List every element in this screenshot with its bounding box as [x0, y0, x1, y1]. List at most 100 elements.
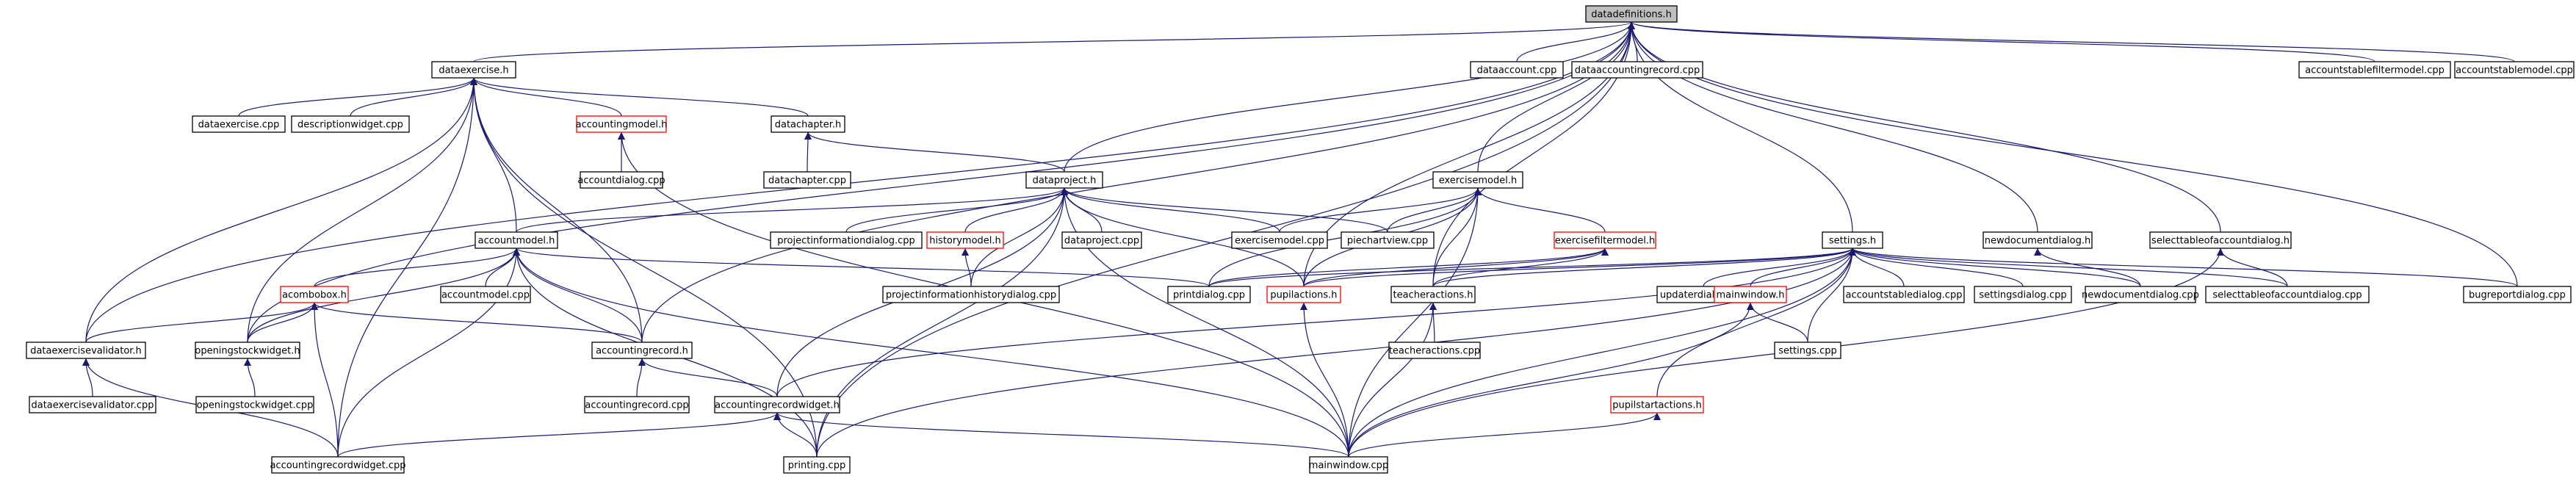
node-label: projectinformationhistorydialog.cpp — [886, 290, 1056, 301]
node-label: accountstabledialog.cpp — [1846, 290, 1963, 301]
node-box — [271, 456, 405, 474]
node-accountstablefiltermodel-cpp[interactable]: accountstablefiltermodel.cpp — [2298, 61, 2451, 79]
node-settings-h[interactable]: settings.h — [1822, 231, 1883, 249]
edge-printing-cpp-to-dataproject-h — [816, 187, 1068, 458]
node-pupilstartactions-h[interactable]: pupilstartactions.h — [1610, 396, 1704, 413]
edge-mainwindow-cpp-to-pupilstartactions-h — [1348, 412, 1661, 458]
node-box — [280, 286, 349, 303]
edge-updaterdialog-cpp-to-settings-h — [1703, 248, 1856, 287]
node-dataexercise-h[interactable]: dataexercise.h — [431, 61, 516, 79]
node-dataproject-h[interactable]: dataproject.h — [1025, 171, 1103, 189]
node-acombobox-h[interactable]: acombobox.h — [280, 286, 349, 303]
node-box — [714, 396, 840, 413]
node-label: mainwindow.h — [1717, 290, 1785, 301]
node-datadefinitions-h[interactable]: datadefinitions.h — [1585, 5, 1678, 23]
node-settings-cpp[interactable]: settings.cpp — [1774, 342, 1841, 359]
node-projectinformationhistorydialog-cpp[interactable]: projectinformationhistorydialog.cpp — [882, 286, 1060, 303]
node-openingstockwidget-h[interactable]: openingstockwidget.h — [195, 342, 300, 359]
node-label: dataexercisevalidator.cpp — [31, 400, 154, 411]
node-newdocumentdialog-h[interactable]: newdocumentdialog.h — [1982, 231, 2093, 249]
node-box — [440, 286, 531, 303]
node-box — [1571, 61, 1703, 79]
node-dataproject-cpp[interactable]: dataproject.cpp — [1061, 231, 1142, 249]
node-pupilactions-h[interactable]: pupilactions.h — [1266, 286, 1341, 303]
node-box — [2298, 61, 2451, 79]
edge-teacheractions-h-to-exercisemodel-h — [1432, 187, 1482, 287]
file-nodes: datadefinitions.h dataexercise.h dataaccou… — [26, 5, 2575, 474]
node-mainwindow-cpp[interactable]: mainwindow.cpp — [1309, 456, 1388, 474]
node-label: pupilactions.h — [1270, 290, 1337, 301]
node-box — [576, 115, 667, 133]
node-box — [1982, 231, 2093, 249]
node-descriptionwidget-cpp[interactable]: descriptionwidget.cpp — [291, 115, 410, 133]
edge-dataexercisevalidator-h-to-datadefinitions-h — [85, 21, 1635, 343]
node-accountstabledialog-cpp[interactable]: accountstabledialog.cpp — [1843, 286, 1965, 303]
node-teacheractions-cpp[interactable]: teacheractions.cpp — [1388, 342, 1481, 359]
edge-accountmodel-h-to-dataproject-h — [516, 187, 1068, 233]
edge-accountmodel-cpp-to-accountmodel-h — [485, 248, 520, 287]
node-accountingmodel-h[interactable]: accountingmodel.h — [576, 115, 668, 133]
node-box — [882, 286, 1060, 303]
node-settingsdialog-cpp[interactable]: settingsdialog.cpp — [1974, 286, 2072, 303]
node-dataaccountingrecord-cpp[interactable]: dataaccountingrecord.cpp — [1571, 61, 1703, 79]
node-label: accountmodel.cpp — [441, 290, 530, 301]
node-exercisemodel-cpp[interactable]: exercisemodel.cpp — [1231, 231, 1328, 249]
node-accountstablemodel-cpp[interactable]: accountstablemodel.cpp — [2454, 61, 2575, 79]
dependency-edges — [82, 21, 2518, 458]
node-accountdialog-cpp[interactable]: accountdialog.cpp — [577, 171, 665, 189]
node-printdialog-cpp[interactable]: printdialog.cpp — [1167, 286, 1251, 303]
node-selecttableofaccountdialog-cpp[interactable]: selecttableofaccountdialog.cpp — [2205, 286, 2370, 303]
node-box — [771, 115, 845, 133]
edge-datachapter-h-to-dataexercise-h — [470, 77, 809, 117]
node-accountingrecordwidget-h[interactable]: accountingrecordwidget.h — [714, 396, 840, 413]
node-label: piechartview.cpp — [1347, 236, 1428, 247]
node-label: descriptionwidget.cpp — [297, 120, 403, 131]
node-newdocumentdialog-cpp[interactable]: newdocumentdialog.cpp — [2082, 286, 2199, 303]
node-piechartview-cpp[interactable]: piechartview.cpp — [1341, 231, 1435, 249]
node-box — [1610, 396, 1704, 413]
edge-mainwindow-cpp-to-settings-h — [1348, 248, 1856, 458]
node-dataexercise-cpp[interactable]: dataexercise.cpp — [192, 115, 286, 133]
node-projectinformationdialog-cpp[interactable]: projectinformationdialog.cpp — [770, 231, 923, 249]
node-label: accountingmodel.h — [576, 120, 668, 131]
node-dataexercisevalidator-cpp[interactable]: dataexercisevalidator.cpp — [29, 396, 156, 413]
node-datachapter-h[interactable]: datachapter.h — [771, 115, 845, 133]
node-accountingrecord-cpp[interactable]: accountingrecord.cpp — [584, 396, 690, 413]
node-dataexercisevalidator-h[interactable]: dataexercisevalidator.h — [26, 342, 146, 359]
node-selecttableofaccountdialog-h[interactable]: selecttableofaccountdialog.h — [2149, 231, 2292, 249]
node-openingstockwidget-cpp[interactable]: openingstockwidget.cpp — [195, 396, 314, 413]
edge-mainwindow-cpp-to-pupilactions-h — [1300, 302, 1349, 458]
node-label: accountingrecordwidget.h — [715, 400, 840, 411]
edge-accountingmodel-h-to-dataexercise-h — [470, 77, 622, 117]
edge-openingstockwidget-cpp-to-openingstockwidget-h — [244, 358, 256, 397]
node-accountmodel-h[interactable]: accountmodel.h — [475, 231, 558, 249]
edge-accountingrecordwidget-cpp-to-accountingrecordwidget-h — [337, 412, 781, 458]
node-historymodel-h[interactable]: historymodel.h — [926, 231, 1004, 249]
edge-pupilactions-h-to-dataproject-h — [1061, 187, 1305, 287]
node-printing-cpp[interactable]: printing.cpp — [783, 456, 851, 474]
node-exercisefiltermodel-h[interactable]: exercisefiltermodel.h — [1554, 231, 1656, 249]
edge-mainwindow-cpp-to-accountingrecordwidget-h — [773, 412, 1349, 458]
node-accountmodel-cpp[interactable]: accountmodel.cpp — [440, 286, 531, 303]
node-box — [591, 342, 693, 359]
node-box — [29, 396, 156, 413]
node-label: accountdialog.cpp — [577, 176, 665, 187]
node-box — [2454, 61, 2575, 79]
node-dataaccount-cpp[interactable]: dataaccount.cpp — [1470, 61, 1564, 79]
node-datachapter-cpp[interactable]: datachapter.cpp — [763, 171, 851, 189]
node-box — [1390, 286, 1476, 303]
node-label: openingstockwidget.cpp — [197, 400, 314, 411]
edge-mainwindow-cpp-to-mainwindow-h — [1348, 302, 1754, 458]
node-box — [1432, 171, 1523, 189]
node-box — [192, 115, 286, 133]
node-exercisemodel-h[interactable]: exercisemodel.h — [1432, 171, 1523, 189]
node-box — [475, 231, 558, 249]
node-mainwindow-h[interactable]: mainwindow.h — [1714, 286, 1787, 303]
node-accountingrecordwidget-cpp[interactable]: accountingrecordwidget.cpp — [270, 456, 406, 474]
node-accountingrecord-h[interactable]: accountingrecord.h — [591, 342, 693, 359]
edge-dataproject-h-to-datadefinitions-h — [1064, 21, 1635, 173]
node-bugreportdialog-cpp[interactable]: bugreportdialog.cpp — [2463, 286, 2572, 303]
node-teacheractions-h[interactable]: teacheractions.h — [1390, 286, 1476, 303]
edge-settingsdialog-cpp-to-settings-h — [1849, 248, 2024, 287]
edge-openingstockwidget-h-to-acombobox-h — [247, 302, 318, 343]
